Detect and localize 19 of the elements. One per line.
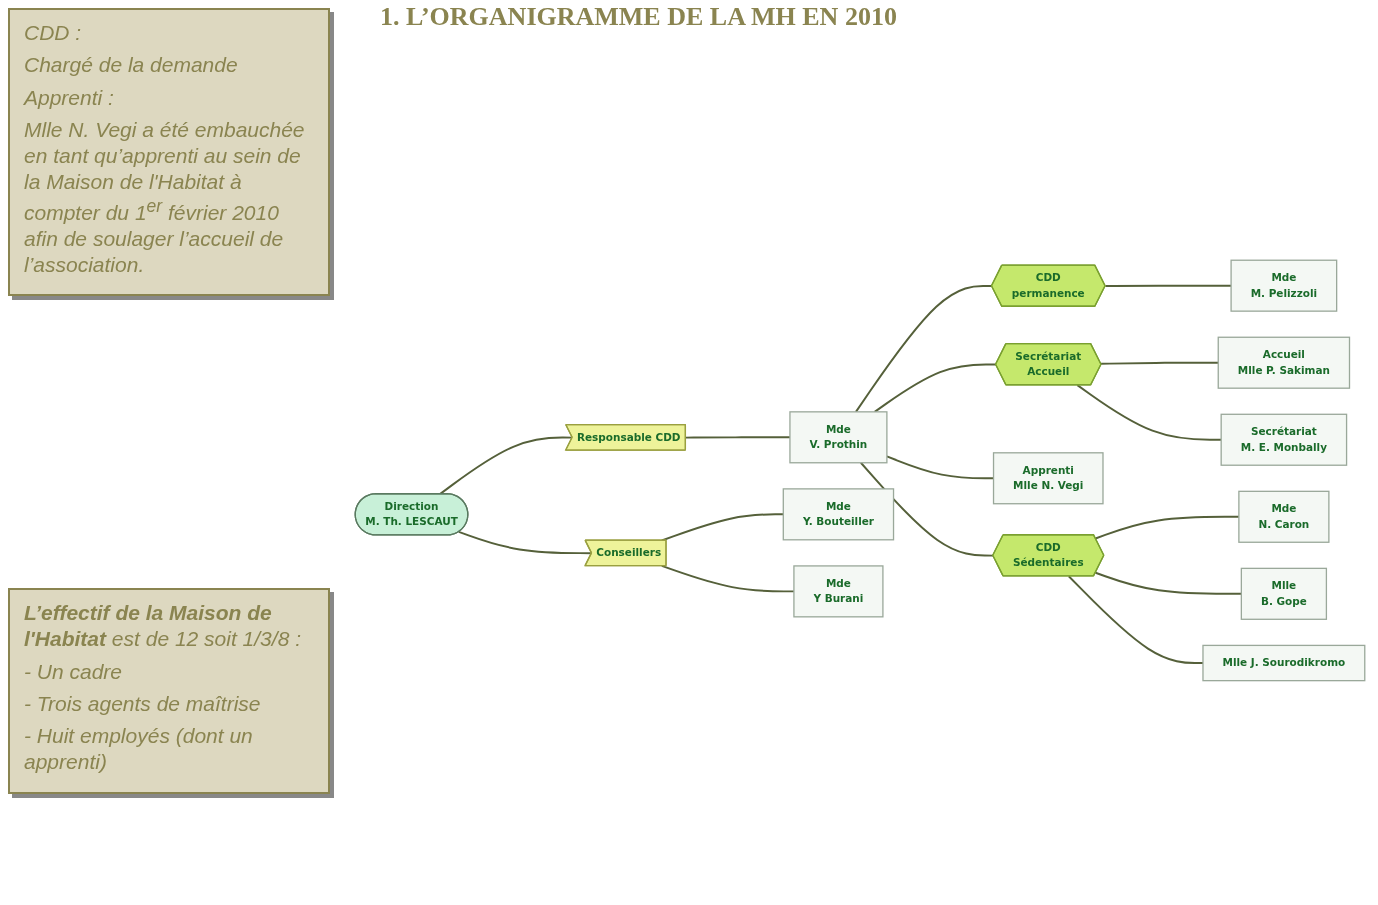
node-box: Apprenti Mlle N. Vegi: [992, 451, 1104, 504]
node-box: Mde N. Caron: [1238, 490, 1330, 543]
diagram-title: 1. L’ORGANIGRAMME DE LA MH EN 2010: [380, 2, 897, 32]
note-text: Chargé de la demande: [24, 52, 239, 79]
note-text: - Un cadre: [24, 658, 124, 685]
note-text: - Huit employés (dont un apprenti): [24, 723, 254, 776]
note-text: - Trois agents de maîtrise: [24, 690, 262, 717]
node-box: Mde M. Pelizzoli: [1230, 259, 1338, 312]
note-text: L’effectif de la Maison de l'Habitat est de 12 soit 1/3/8 :: [24, 600, 302, 653]
node-box: Mde Y Burani: [793, 564, 884, 618]
node-box: Mde Y. Bouteiller: [782, 487, 895, 540]
node-box: Accueil Mlle P. Sakiman: [1217, 336, 1351, 389]
node-box: Mlle B. Gope: [1240, 567, 1328, 620]
node-box: Mlle J. Sourodikromo: [1202, 644, 1366, 681]
note-text: Apprenti :: [24, 84, 115, 111]
note-text: Mlle N. Vegi a été embauchée en tant qu’apprenti au sein de la Maison de l'Habitat à compter du 1$^{er}$ février 2010 afin de soulager l’accueil de l’association.: [24, 116, 306, 278]
node-box: Secrétariat M. E. Monbally: [1220, 413, 1348, 466]
node-box: Mde V. Prothin: [789, 410, 888, 463]
note-text: CDD :: [24, 20, 83, 46]
